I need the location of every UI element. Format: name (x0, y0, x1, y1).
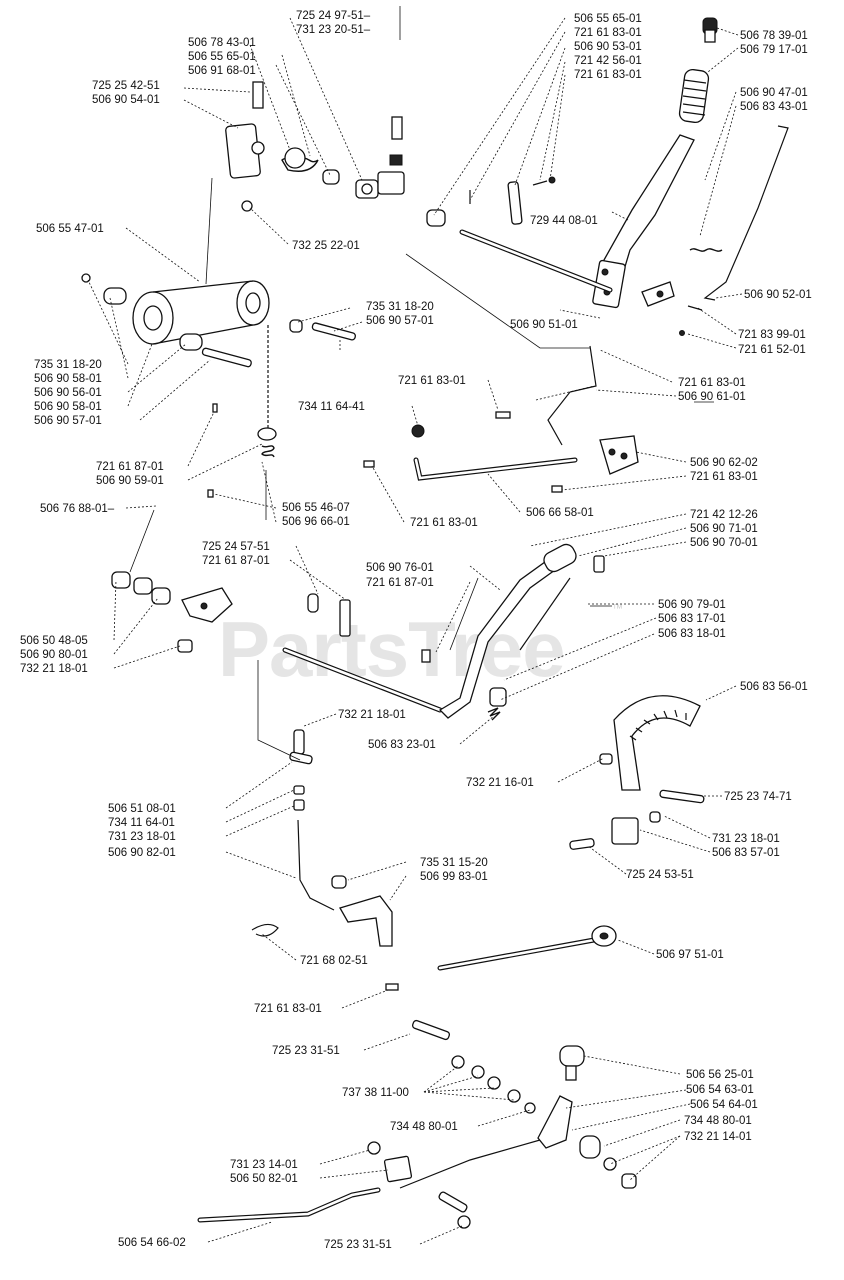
label-721615201: 721 61 52-01 (738, 344, 806, 356)
label-506975101: 506 97 51-01 (656, 949, 724, 961)
label-506554701: 506 55 47-01 (36, 223, 104, 235)
label-506556501b: 506 55 65-01 (574, 13, 642, 25)
label-731232051: 731 23 20-51– (296, 24, 371, 36)
label-506905901: 506 90 59-01 (96, 475, 164, 487)
label-506510801: 506 51 08-01 (108, 803, 176, 815)
label-506906202: 506 90 62-02 (690, 457, 758, 469)
label-506905101: 506 90 51-01 (510, 319, 578, 331)
label-506905801a: 506 90 58-01 (34, 373, 102, 385)
label-732211801a: 732 21 18-01 (20, 663, 88, 675)
label-506504805: 506 50 48-05 (20, 635, 88, 647)
label-506835701: 506 83 57-01 (712, 847, 780, 859)
label-721618301g: 721 61 83-01 (254, 1003, 322, 1015)
label-506907101: 506 90 71-01 (690, 523, 758, 535)
label-506556501a: 506 55 65-01 (188, 51, 256, 63)
label-506834301: 506 83 43-01 (740, 101, 808, 113)
label-731231801b: 731 23 18-01 (108, 831, 176, 843)
label-506546602: 506 54 66-02 (118, 1237, 186, 1249)
watermark-trademark: ™ (612, 603, 623, 615)
label-506908001: 506 90 80-01 (20, 649, 88, 661)
label-732211601: 732 21 16-01 (466, 777, 534, 789)
label-506784301: 506 78 43-01 (188, 37, 256, 49)
label-506966601: 506 96 66-01 (282, 516, 350, 528)
label-506905801b: 506 90 58-01 (34, 401, 102, 413)
label-725254251: 725 25 42-51 (92, 80, 160, 92)
label-732211401: 732 21 14-01 (684, 1131, 752, 1143)
label-721618301f: 721 61 83-01 (410, 517, 478, 529)
label-725245351: 725 24 53-51 (626, 869, 694, 881)
leader-lines (87, 6, 743, 1245)
label-506905401: 506 90 54-01 (92, 94, 160, 106)
label-732252201: 732 25 22-01 (292, 240, 360, 252)
watermark: PartsTree (218, 605, 565, 693)
label-732211801b: 732 21 18-01 (338, 709, 406, 721)
label-506907601: 506 90 76-01 (366, 562, 434, 574)
label-735311820b: 735 31 18-20 (34, 359, 102, 371)
label-721618701a: 721 61 87-01 (96, 461, 164, 473)
label-734116441: 734 11 64-41 (298, 401, 365, 413)
label-729440801: 729 44 08-01 (530, 215, 598, 227)
label-737381100: 737 38 11-00 (342, 1087, 409, 1099)
label-506831801: 506 83 18-01 (658, 628, 726, 640)
label-506791701: 506 79 17-01 (740, 44, 808, 56)
label-506831701: 506 83 17-01 (658, 613, 726, 625)
label-721618301e: 721 61 83-01 (690, 471, 758, 483)
label-725233151a: 725 23 31-51 (272, 1045, 340, 1057)
label-506904701: 506 90 47-01 (740, 87, 808, 99)
label-731231801a: 731 23 18-01 (712, 833, 780, 845)
label-506905201: 506 90 52-01 (744, 289, 812, 301)
label-506905701a: 506 90 57-01 (366, 315, 434, 327)
label-725233151b: 725 23 31-51 (324, 1239, 392, 1251)
label-735311520: 735 31 15-20 (420, 857, 488, 869)
label-506832301: 506 83 23-01 (368, 739, 436, 751)
label-506562501: 506 56 25-01 (686, 1069, 754, 1081)
label-725249751: 725 24 97-51– (296, 10, 371, 22)
label-506768801: 506 76 88-01– (40, 503, 115, 515)
label-506998301: 506 99 83-01 (420, 871, 488, 883)
label-721618301d: 721 61 83-01 (678, 377, 746, 389)
label-721680251: 721 68 02-51 (300, 955, 368, 967)
label-734116401: 734 11 64-01 (108, 817, 175, 829)
label-721618701c: 721 61 87-01 (366, 577, 434, 589)
label-506665801: 506 66 58-01 (526, 507, 594, 519)
label-721839901: 721 83 99-01 (738, 329, 806, 341)
label-721618301c: 721 61 83-01 (398, 375, 466, 387)
label-506905601: 506 90 56-01 (34, 387, 102, 399)
label-725245751: 725 24 57-51 (202, 541, 270, 553)
label-506554607: 506 55 46-07 (282, 502, 350, 514)
label-734488001a: 734 48 80-01 (390, 1121, 458, 1133)
label-734488001b: 734 48 80-01 (684, 1115, 752, 1127)
label-735311820a: 735 31 18-20 (366, 301, 434, 313)
label-506905301: 506 90 53-01 (574, 41, 642, 53)
label-721618301a: 721 61 83-01 (574, 27, 642, 39)
label-721425601: 721 42 56-01 (574, 55, 642, 67)
label-506908201: 506 90 82-01 (108, 847, 176, 859)
label-731231401: 731 23 14-01 (230, 1159, 298, 1171)
part-drawings (81, 17, 789, 1229)
label-725237471: 725 23 74-71 (724, 791, 792, 803)
label-506546301: 506 54 63-01 (686, 1084, 754, 1096)
label-506546401: 506 54 64-01 (690, 1099, 758, 1111)
label-506905701b: 506 90 57-01 (34, 415, 102, 427)
label-506783901: 506 78 39-01 (740, 30, 808, 42)
label-506835601: 506 83 56-01 (740, 681, 808, 693)
label-506907001: 506 90 70-01 (690, 537, 758, 549)
label-721618301b: 721 61 83-01 (574, 69, 642, 81)
label-506907901: 506 90 79-01 (658, 599, 726, 611)
part-labels: 725 24 97-51– 731 23 20-51– 506 78 43-01… (20, 10, 812, 1251)
label-721618701b: 721 61 87-01 (202, 555, 270, 567)
label-506916801: 506 91 68-01 (188, 65, 256, 77)
label-506906101: 506 90 61-01 (678, 391, 746, 403)
label-506508201: 506 50 82-01 (230, 1173, 298, 1185)
label-721421226: 721 42 12-26 (690, 509, 758, 521)
